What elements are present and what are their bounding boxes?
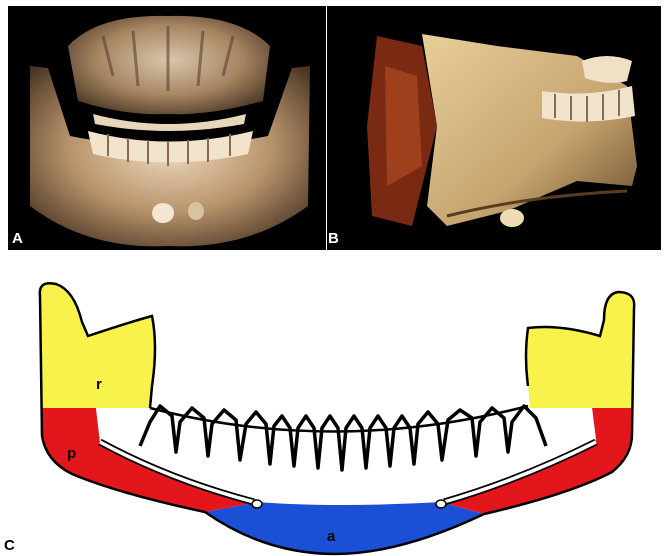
panel-a-frontal-ct-render: A [8,6,326,250]
panel-c-mandible-schematic: r p a C [0,256,669,556]
region-label-ramus: r [96,376,102,393]
panel-b-letter: B [328,230,339,247]
anterior-region-blue [205,502,484,554]
panel-a-letter: A [12,230,23,247]
lateral-mandible-render [327,6,661,250]
mandible-region-diagram [0,256,669,556]
frontal-mandible-render [8,6,326,250]
right-ramus-yellow [526,292,634,408]
region-label-posterior: p [67,445,76,462]
region-label-anterior: a [327,528,335,545]
panel-c-letter: C [4,537,15,554]
panel-b-lateral-ct-render: B [327,6,661,250]
